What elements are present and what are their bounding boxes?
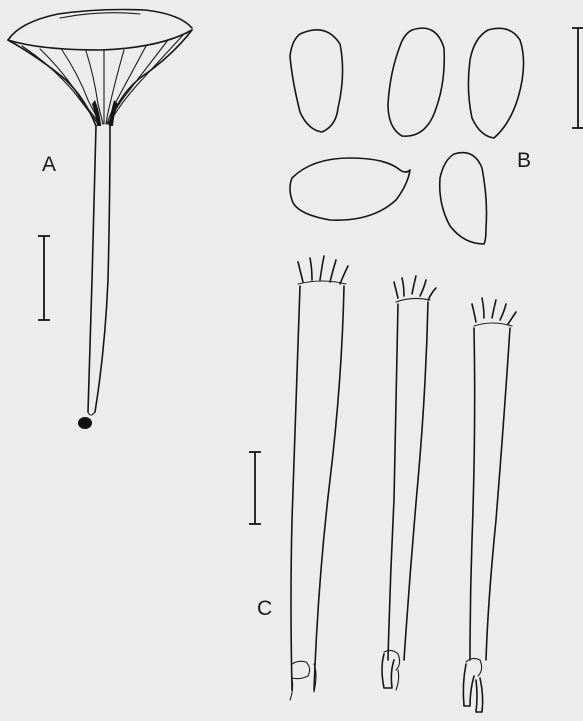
scale-bar-b bbox=[572, 28, 583, 128]
panel-label-a: A bbox=[42, 154, 56, 175]
basidiospores-drawing bbox=[290, 28, 524, 244]
basidium-1 bbox=[290, 256, 348, 700]
basidia-drawing bbox=[290, 256, 516, 712]
basidiome-drawing bbox=[8, 10, 192, 430]
spore-3 bbox=[468, 28, 523, 138]
panel-label-c: C bbox=[257, 598, 272, 619]
scale-bar-a bbox=[38, 236, 50, 320]
scale-bar-c bbox=[249, 452, 261, 524]
basidium-2 bbox=[382, 276, 436, 690]
spore-5 bbox=[440, 153, 487, 244]
spore-1 bbox=[290, 30, 343, 132]
spore-4 bbox=[290, 158, 410, 220]
basidium-3 bbox=[463, 298, 516, 712]
panel-label-b: B bbox=[517, 150, 531, 171]
spore-2 bbox=[388, 28, 444, 136]
